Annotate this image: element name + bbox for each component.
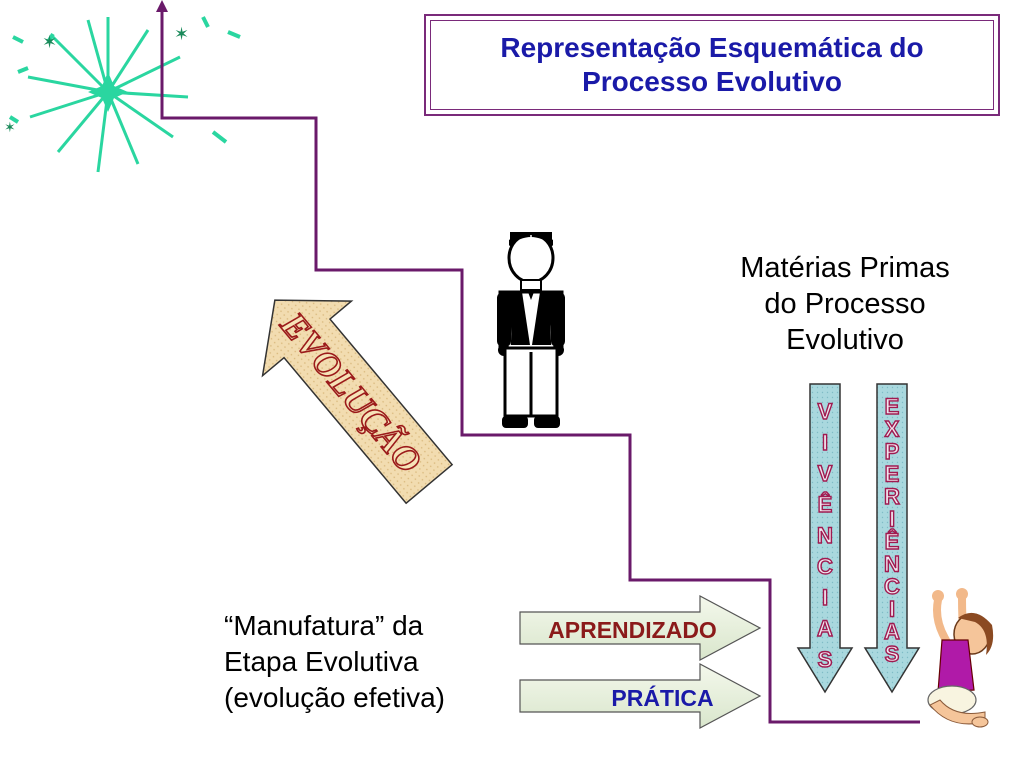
- manufatura-label: “Manufatura” da Etapa Evolutiva (evoluçã…: [224, 608, 524, 716]
- experiencias-letter: E: [885, 394, 900, 419]
- materias-line-3: Evolutivo: [786, 324, 904, 356]
- vivencias-arrow: [796, 383, 854, 694]
- svg-text:✶: ✶: [174, 24, 189, 45]
- title-box: Representação Esquemática do Processo Ev…: [424, 14, 1000, 116]
- aprendizado-label: APRENDIZADO: [548, 617, 717, 643]
- materias-line-1: Matérias Primas: [740, 252, 950, 284]
- experiencias-letter: I: [889, 507, 895, 532]
- vivencias-letter: V: [818, 399, 833, 424]
- standing-man-icon: [497, 232, 565, 428]
- vivencias-letter: V: [818, 461, 833, 486]
- experiencias-letter: N: [884, 552, 900, 577]
- vivencias-letter: Ê: [818, 492, 833, 517]
- experiencias-letter: I: [889, 597, 895, 622]
- vivencias-letter: I: [822, 585, 828, 610]
- pratica-label: PRÁTICA: [611, 685, 714, 711]
- title-line-1: Representação Esquemática do: [500, 32, 924, 63]
- svg-text:✶: ✶: [42, 32, 57, 53]
- vivencias-letter: C: [817, 554, 833, 579]
- experiencias-letter: P: [885, 439, 900, 464]
- experiencias-letter: E: [885, 462, 900, 487]
- evolucao-label: EVOLUÇÃO: [272, 304, 429, 481]
- pratica-arrow: [519, 663, 762, 729]
- manufatura-line-2: Etapa Evolutiva: [224, 646, 419, 677]
- vivencias-letter: A: [817, 616, 833, 641]
- experiencias-letter: C: [884, 574, 900, 599]
- manufatura-line-3: (evolução efetiva): [224, 682, 446, 713]
- aprendizado-arrow: [519, 595, 762, 661]
- experiencias-letter: A: [884, 619, 900, 644]
- experiencias-letter: R: [884, 484, 900, 509]
- manufatura-line-1: “Manufatura” da: [224, 610, 424, 641]
- experiencias-letter: X: [885, 417, 900, 442]
- experiencias-letter: S: [885, 642, 900, 667]
- materias-line-2: do Processo: [764, 288, 926, 320]
- firework-burst-icon: ✶ ✶ ✶: [4, 16, 241, 173]
- evolution-staircase: [160, 8, 920, 724]
- staircase-arrowhead: [156, 0, 168, 12]
- vivencias-letter: N: [817, 523, 833, 548]
- materias-primas-label: Matérias Primas do Processo Evolutivo: [700, 250, 990, 358]
- reaching-child-icon: [927, 588, 994, 728]
- vivencias-letter: S: [818, 647, 833, 672]
- experiencias-arrow: [863, 383, 921, 694]
- vivencias-letter: I: [822, 430, 828, 455]
- experiencias-letter: Ê: [885, 529, 900, 554]
- svg-text:✶: ✶: [4, 120, 16, 136]
- evolucao-arrow: EVOLUÇÃO: [261, 299, 454, 505]
- title-line-2: Processo Evolutivo: [582, 66, 842, 97]
